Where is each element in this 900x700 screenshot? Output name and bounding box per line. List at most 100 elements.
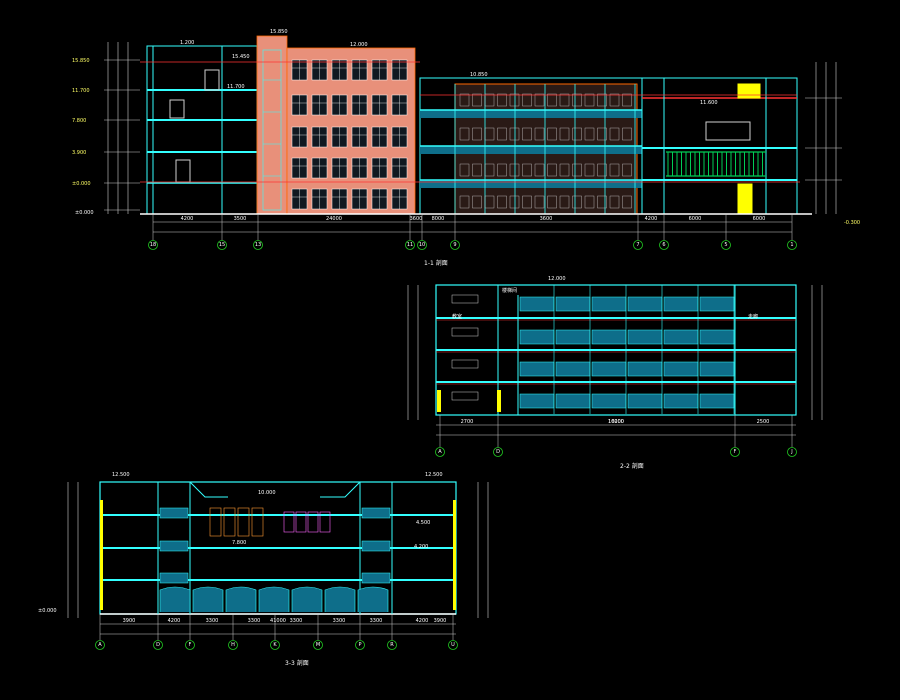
classroom-window: [519, 393, 555, 409]
section-2-yellow-wall-right: [497, 390, 501, 412]
classroom-window: [699, 361, 735, 377]
ground-arch: [291, 586, 323, 612]
dimension-text: 2700: [461, 419, 474, 425]
classroom-window: [555, 393, 591, 409]
axis-label: 7: [636, 242, 639, 248]
classroom-window: [627, 329, 663, 345]
axis-label: 15: [219, 242, 225, 248]
axis-label: R: [390, 642, 394, 648]
dimension-text: 3300: [248, 618, 261, 624]
ground-arch: [357, 586, 389, 612]
dimension-text: 3600: [540, 216, 553, 222]
side-window: [159, 540, 189, 552]
axis-label: 11: [407, 242, 413, 248]
axis-label: K: [273, 642, 277, 648]
section-1-room-label-2: 11.700: [227, 84, 245, 90]
section-1-right-dims: [805, 62, 842, 214]
atrium-window: [283, 511, 295, 533]
axis-label: 5: [724, 242, 727, 248]
axis-label: U: [451, 642, 455, 648]
axis-label: A: [98, 642, 102, 648]
dimension-text: 24000: [326, 216, 342, 222]
axis-bubble: [448, 640, 458, 650]
section-3-roof-left: [189, 481, 228, 498]
dimension-text: 41000: [270, 618, 286, 624]
level-mark-2: 11.700: [72, 88, 90, 94]
dimension-text: 3300: [206, 618, 219, 624]
level-marks: 15.850 11.700 7.800 3.900 ±0.000 -0.300: [72, 58, 860, 226]
dimension-text: 6000: [753, 216, 766, 222]
axis-label: A: [438, 449, 442, 455]
classroom-window: [519, 361, 555, 377]
section-2-classrooms: [451, 285, 735, 414]
classroom-window: [591, 296, 627, 312]
axis-bubble: [493, 447, 503, 457]
axis-bubble: [153, 640, 163, 650]
section-1-room-label-3: 11.600: [700, 100, 718, 106]
glass-band: [420, 110, 642, 118]
section-3-room-label-3: 4.200: [414, 544, 428, 550]
section-3-title: 3-3 剖面: [285, 659, 309, 667]
classroom-window: [663, 329, 699, 345]
axis-bubble: [228, 640, 238, 650]
section-2-room-label-2: 走廊: [748, 313, 758, 320]
section-3-top-label-2: 10.000: [258, 490, 276, 496]
atrium-window: [209, 507, 222, 537]
axis-bubble: [633, 240, 643, 250]
dimension-text: 3500: [234, 216, 247, 222]
dimension-text: 8000: [432, 216, 445, 222]
section-3-yellow-wall-left: [100, 500, 103, 610]
section-2-side-dims: [407, 285, 823, 436]
glass-band: [420, 146, 642, 154]
atrium-window: [295, 511, 307, 533]
section-3-axis-lines: [99, 614, 454, 640]
axis-bubble: [787, 240, 797, 250]
section-1-room-label-4: 10.850: [470, 72, 488, 78]
section-2-room-label-3: 楼梯间: [502, 287, 517, 294]
atrium-window: [251, 507, 264, 537]
classroom-window: [591, 329, 627, 345]
section-3-room-label-1: 4.500: [416, 520, 430, 526]
section-2-axis-lines: [439, 415, 793, 447]
axis-bubble: [417, 240, 427, 250]
atrium-window: [237, 507, 250, 537]
axis-label: H: [231, 642, 235, 648]
dimension-text: 3900: [434, 618, 447, 624]
section-2-top-label: 12.000: [548, 276, 566, 282]
section-1-top-label-2: 12.000: [350, 42, 368, 48]
axis-label: 13: [255, 242, 261, 248]
glass-band: [420, 180, 642, 188]
axis-label: F: [189, 642, 192, 648]
axis-label: J: [790, 449, 792, 455]
section-1-top-label-3: 15.850: [270, 29, 288, 35]
section-2-yellow-wall-left: [437, 390, 441, 412]
axis-bubble: [313, 640, 323, 650]
dimension-text: 4200: [168, 618, 181, 624]
axis-bubble: [435, 447, 445, 457]
axis-bubble: [185, 640, 195, 650]
classroom-window: [519, 329, 555, 345]
section-3-top-label-1: 12.500: [112, 472, 130, 478]
section-3-ground-arches: [159, 586, 389, 612]
classroom-window: [663, 296, 699, 312]
section-3-yellow-wall-right: [453, 500, 456, 610]
axis-bubble: [450, 240, 460, 250]
side-window: [361, 540, 391, 552]
axis-bubble: [253, 240, 263, 250]
section-1-left-dims: [104, 42, 140, 214]
side-window: [361, 572, 391, 584]
section-1-title: 1-1 剖面: [424, 259, 448, 267]
dimension-text: 4200: [181, 216, 194, 222]
classroom-window: [627, 393, 663, 409]
section-1-room-label-5: ±0.000: [75, 210, 94, 216]
atrium-window: [307, 511, 319, 533]
classroom-window: [663, 361, 699, 377]
section-1-level-lines: [140, 61, 800, 183]
level-mark-4: 3.900: [72, 150, 86, 156]
section-1-brick-tower: [256, 35, 288, 215]
section-1-central-block: [419, 77, 643, 215]
section-1-axis-lines: [152, 214, 793, 240]
level-mark-5: ±0.000: [72, 181, 91, 187]
classroom-window: [555, 296, 591, 312]
